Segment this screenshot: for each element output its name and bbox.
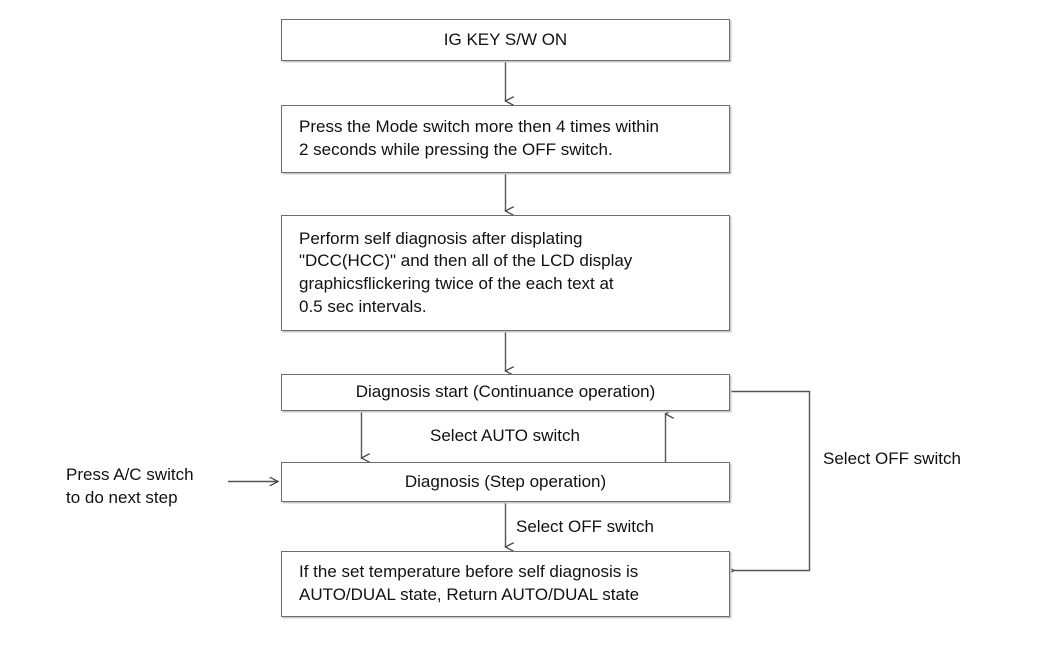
node-ig-key: IG KEY S/W ON [281, 19, 730, 61]
node-perform-self-diagnosis-label: Perform self diagnosis after displating … [299, 228, 633, 316]
node-diagnosis-start-label: Diagnosis start (Continuance operation) [355, 382, 656, 402]
node-diagnosis-step: Diagnosis (Step operation) [281, 462, 730, 502]
edge-label-select-off-switch-return: Select OFF switch [823, 449, 961, 468]
node-press-mode: Press the Mode switch more then 4 times … [281, 105, 730, 173]
node-return-state-label: If the set temperature before self diagn… [299, 562, 640, 604]
edge-label-select-off-switch-step: Select OFF switch [516, 517, 654, 536]
node-return-state: If the set temperature before self diagn… [281, 551, 730, 617]
edge-label-select-auto-switch: Select AUTO switch [430, 426, 580, 445]
annotation-press-ac-switch: Press A/C switch to do next step [66, 465, 194, 507]
node-ig-key-label: IG KEY S/W ON [443, 29, 568, 49]
node-perform-self-diagnosis: Perform self diagnosis after displating … [281, 215, 730, 331]
connector-diagstart-to-return-off [730, 390, 811, 571]
node-diagnosis-step-label: Diagnosis (Step operation) [404, 471, 607, 491]
node-diagnosis-start: Diagnosis start (Continuance operation) [281, 374, 730, 411]
node-press-mode-label: Press the Mode switch more then 4 times … [299, 117, 659, 159]
